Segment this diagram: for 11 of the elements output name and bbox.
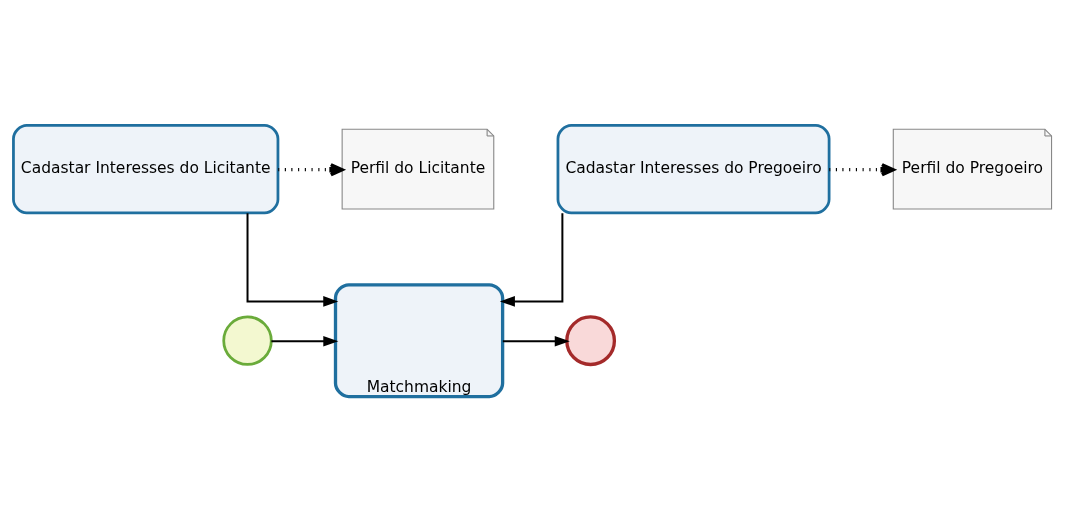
arrow [246,211,339,307]
arrow [501,335,570,346]
arrow [270,335,339,346]
arrow [829,162,895,176]
node-box: Matchmaking [333,282,505,398]
node-box: Cadastar Interesses do Pregoeiro [556,123,831,214]
node-box: Cadastar Interesses do Licitante [12,123,280,214]
arrow [499,211,564,307]
node-circle [222,315,273,366]
arrow [278,162,344,176]
node-circle [565,314,617,366]
